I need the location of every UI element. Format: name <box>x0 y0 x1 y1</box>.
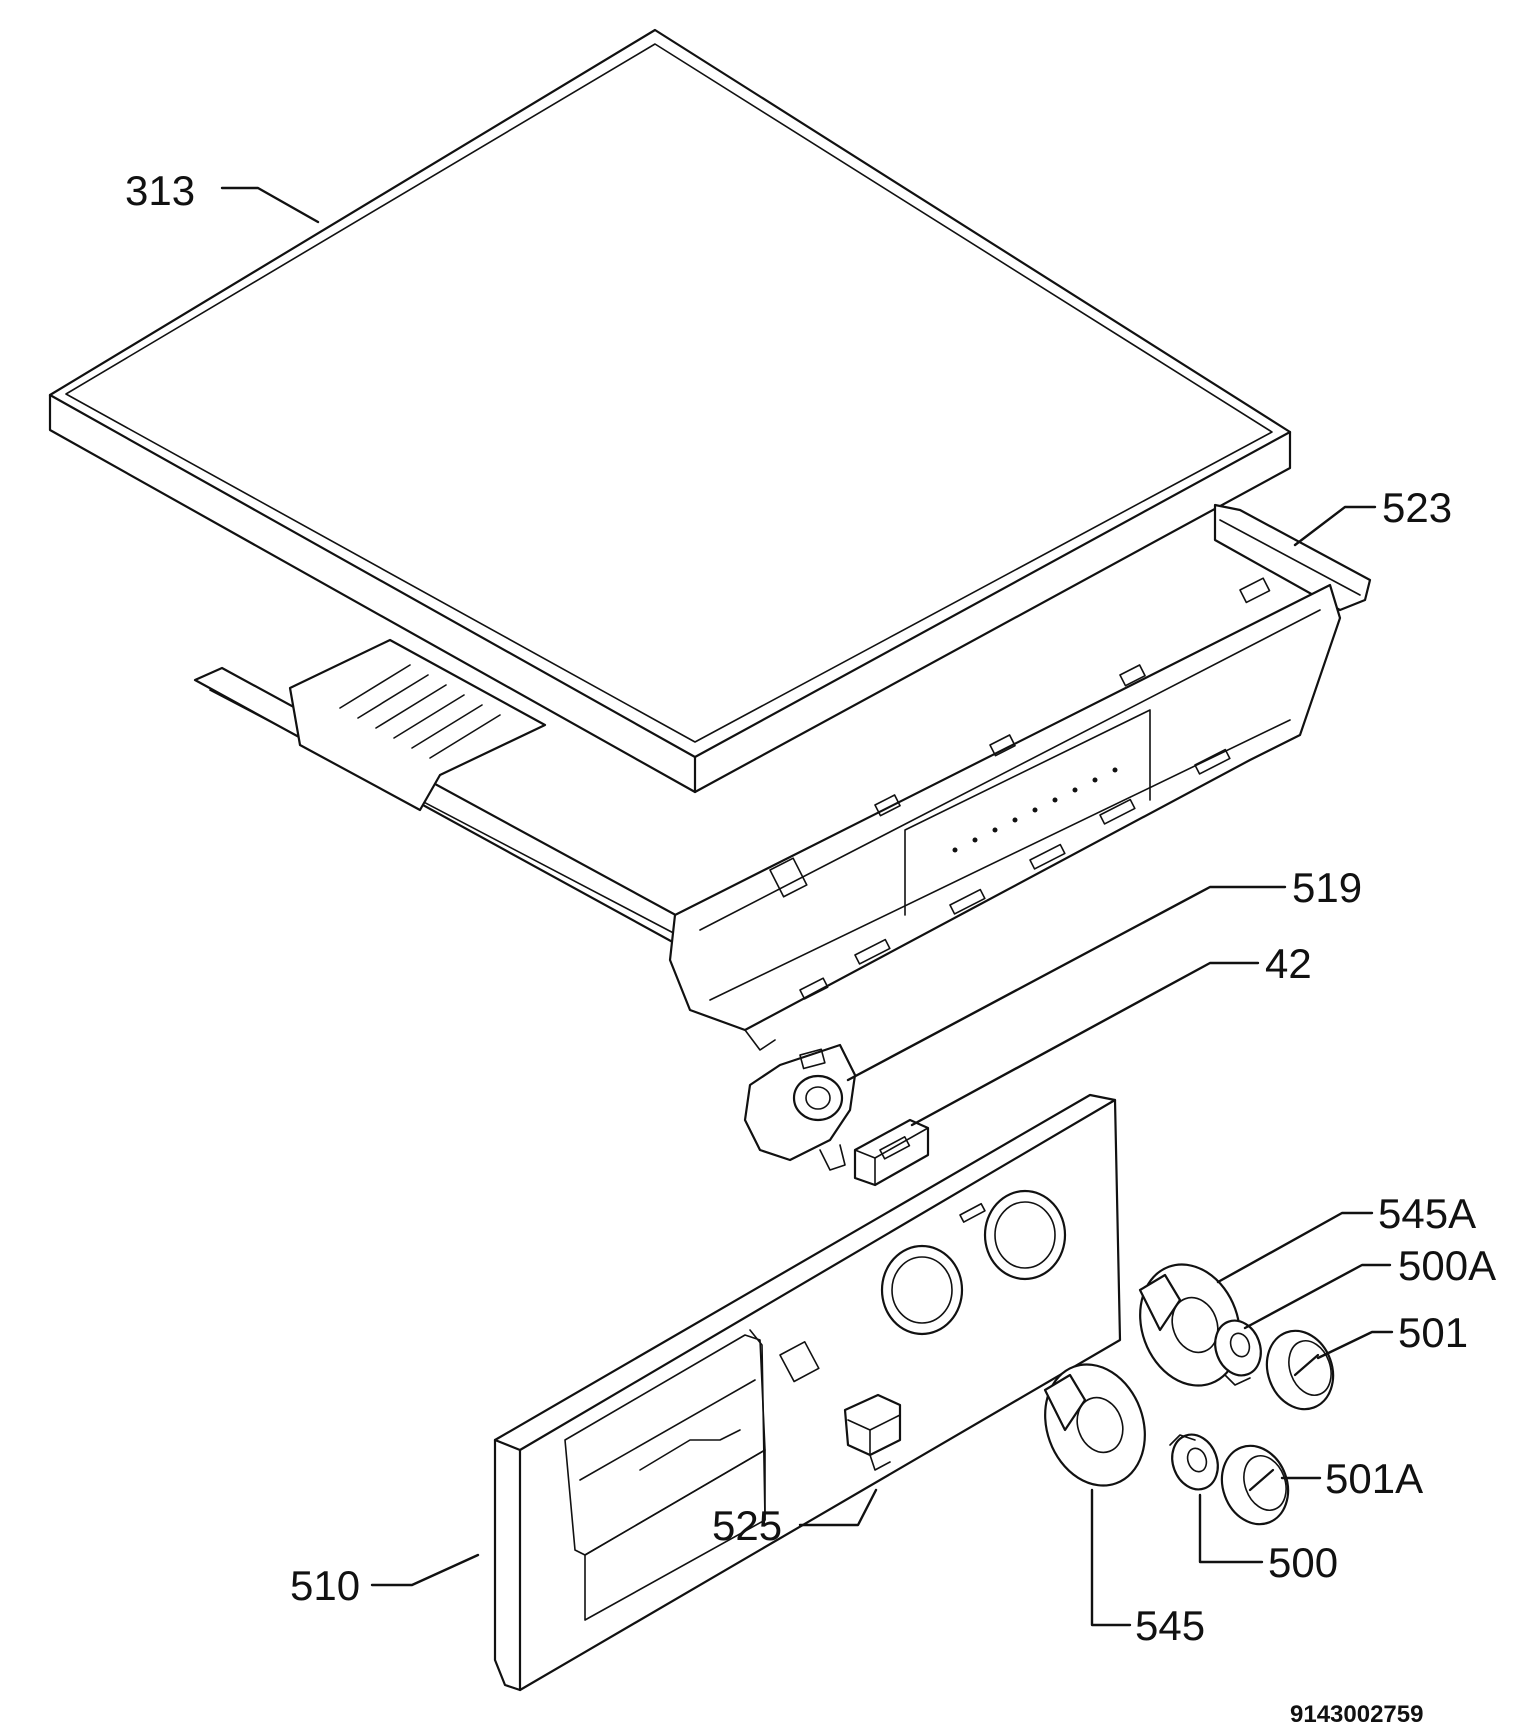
label-519: 519 <box>1292 864 1362 911</box>
worktop-lid-part <box>48 28 1292 794</box>
leader-lines <box>220 186 1394 1627</box>
shaft-adaptor-500a-part <box>1214 1319 1262 1386</box>
shaft-adaptor-500-part <box>1169 1433 1219 1491</box>
control-frame-part <box>193 503 1372 1051</box>
label-523: 523 <box>1382 484 1452 531</box>
label-500a: 500A <box>1398 1242 1496 1289</box>
label-510: 510 <box>290 1562 360 1609</box>
label-501a: 501A <box>1325 1455 1423 1502</box>
label-545a: 545A <box>1378 1190 1476 1237</box>
bezel-ring-545-part <box>1043 1363 1146 1487</box>
part-labels: 313 523 519 42 545A 500A 501 501A 500 54… <box>125 167 1496 1728</box>
label-313: 313 <box>125 167 195 214</box>
knob-501a-part <box>1220 1444 1290 1526</box>
label-501: 501 <box>1398 1309 1468 1356</box>
bezel-ring-545a-part <box>1138 1263 1241 1387</box>
label-525: 525 <box>712 1502 782 1549</box>
document-number: 9143002759 <box>1290 1701 1423 1728</box>
connector-part <box>843 1393 902 1471</box>
switch-holder-part <box>743 1043 857 1171</box>
control-panel-part <box>493 1093 1122 1692</box>
label-42: 42 <box>1265 940 1312 987</box>
clip-part <box>853 1118 930 1187</box>
knob-501-part <box>1265 1329 1335 1411</box>
label-545: 545 <box>1135 1602 1205 1649</box>
label-500: 500 <box>1268 1539 1338 1586</box>
